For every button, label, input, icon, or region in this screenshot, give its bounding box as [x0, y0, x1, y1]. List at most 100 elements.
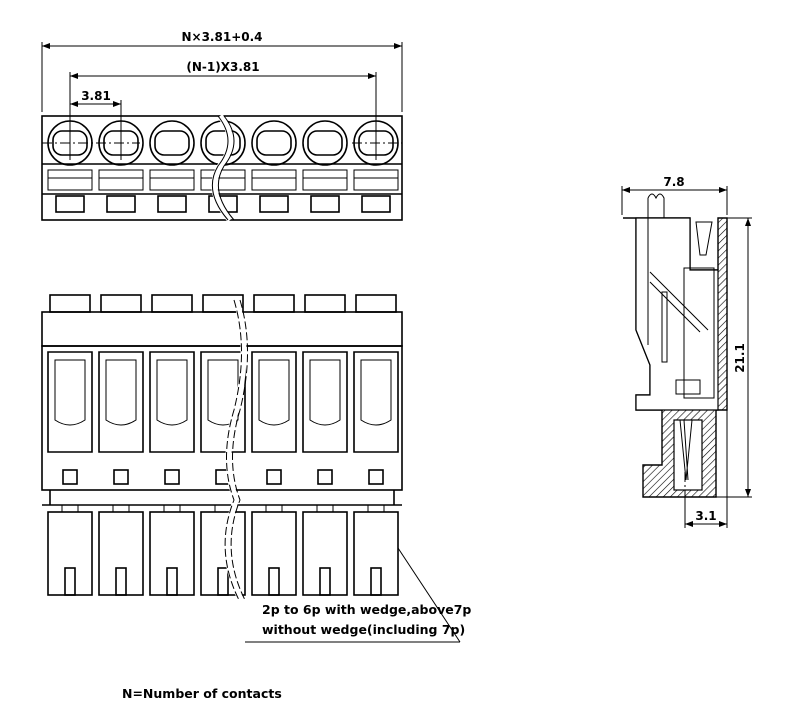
wire-entry-opening: [256, 130, 292, 156]
top-tab: [151, 294, 193, 313]
pin-housing: [98, 511, 144, 596]
wire-entry-opening: [205, 130, 241, 156]
break-line: [224, 299, 247, 602]
test-port: [266, 469, 282, 485]
test-port: [113, 469, 129, 485]
lever-recess: [54, 359, 86, 426]
wire-entry-circle: [251, 120, 297, 166]
pin-housing: [47, 511, 93, 596]
lever-recess: [156, 359, 188, 426]
pin-notch: [112, 504, 130, 513]
lever-recess: [360, 359, 392, 426]
front-position: [200, 294, 246, 596]
pin-notch: [163, 504, 181, 513]
top-tab: [202, 294, 244, 313]
top-position: [47, 120, 93, 213]
overall-length-label: N×3.81+0.4: [181, 30, 262, 44]
lever-recess: [105, 359, 137, 426]
front-position: [353, 294, 399, 596]
pitch-label: 3.81: [81, 89, 111, 103]
front-position: [47, 294, 93, 596]
front-view: [41, 294, 403, 602]
top-view: [41, 114, 403, 222]
pin-notch: [316, 504, 334, 513]
pin-slot: [166, 567, 178, 596]
release-lever: [353, 351, 399, 453]
pin-notch: [61, 504, 79, 513]
pin-housing: [149, 511, 195, 596]
test-port: [368, 469, 384, 485]
release-slot: [302, 169, 348, 191]
wedge-note: 2p to 6p with wedge,above7p without wedg…: [245, 547, 471, 643]
pin-slot: [370, 567, 382, 596]
top-tab: [49, 294, 91, 313]
front-position: [251, 294, 297, 596]
top-tab: [100, 294, 142, 313]
wire-entry-circle: [98, 120, 144, 166]
wire-entry-circle: [302, 120, 348, 166]
top-position: [353, 120, 399, 213]
wire-entry-opening: [154, 130, 190, 156]
pin-housing: [353, 511, 399, 596]
test-port: [317, 469, 333, 485]
release-lever: [302, 351, 348, 453]
release-lever: [149, 351, 195, 453]
pitch-span-label: (N-1)X3.81: [186, 60, 259, 74]
side-height-label: 21.1: [733, 343, 747, 373]
pin-slot: [217, 567, 229, 596]
wedge-note-line2: without wedge(including 7p): [262, 622, 465, 637]
pin-slot: [64, 567, 76, 596]
release-lever: [200, 351, 246, 453]
top-tab: [304, 294, 346, 313]
release-slot: [149, 169, 195, 191]
release-lever: [98, 351, 144, 453]
test-port: [62, 469, 78, 485]
top-position: [251, 120, 297, 213]
pin-tab: [310, 195, 340, 213]
release-lever: [47, 351, 93, 453]
pin-tab: [106, 195, 136, 213]
pin-offset-label: 3.1: [695, 509, 716, 523]
front-position: [98, 294, 144, 596]
top-tab: [355, 294, 397, 313]
release-slot: [251, 169, 297, 191]
release-slot: [98, 169, 144, 191]
pin-notch: [367, 504, 385, 513]
pin-housing: [251, 511, 297, 596]
side-view: 7.8 21.1 3.1: [621, 175, 752, 528]
release-slot: [47, 169, 93, 191]
top-position: [149, 120, 195, 213]
top-tab: [253, 294, 295, 313]
top-dimensions: N×3.81+0.4 (N-1)X3.81 3.81: [41, 30, 403, 160]
pin-tab: [55, 195, 85, 213]
pin-housing: [200, 511, 246, 596]
top-position: [302, 120, 348, 213]
lever-recess: [207, 359, 239, 426]
pin-tab: [361, 195, 391, 213]
pin-tab: [259, 195, 289, 213]
pin-housing: [302, 511, 348, 596]
pin-notch: [265, 504, 283, 513]
front-position: [302, 294, 348, 596]
wire-entry-circle: [47, 120, 93, 166]
break-line: [211, 115, 235, 221]
legend-note: N=Number of contacts: [122, 686, 282, 701]
pin-slot: [319, 567, 331, 596]
wedge-note-line1: 2p to 6p with wedge,above7p: [262, 602, 471, 617]
side-width-label: 7.8: [663, 175, 684, 189]
break-line: [211, 114, 233, 222]
pin-slot: [268, 567, 280, 596]
release-slot: [200, 169, 246, 191]
wire-entry-circle: [149, 120, 195, 166]
lever-recess: [258, 359, 290, 426]
wire-entry-circle: [353, 120, 399, 166]
pin-tab: [157, 195, 187, 213]
pin-notch: [214, 504, 232, 513]
wire-entry-opening: [307, 130, 343, 156]
test-port: [164, 469, 180, 485]
release-slot: [353, 169, 399, 191]
release-lever: [251, 351, 297, 453]
break-line: [224, 299, 248, 601]
